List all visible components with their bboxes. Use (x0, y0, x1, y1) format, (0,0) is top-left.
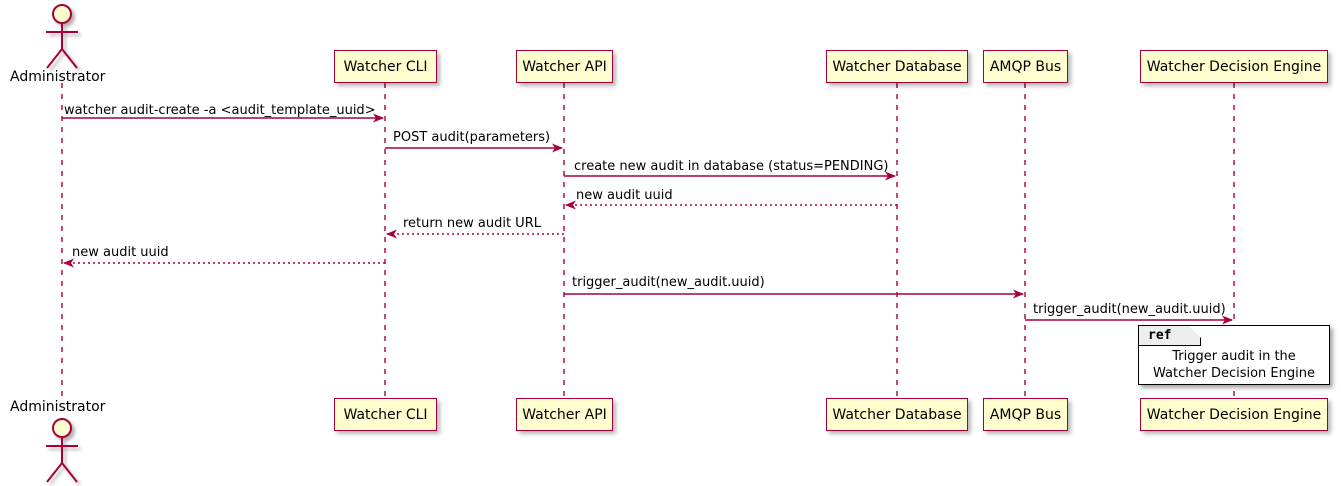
message-label-2: POST audit(parameters) (393, 130, 551, 145)
participant-watcher-api-bottom[interactable]: Watcher API (516, 398, 613, 431)
fragment-operator-label: ref (1148, 328, 1172, 343)
participant-watcher-cli-top[interactable]: Watcher CLI (334, 50, 437, 83)
fragment-body-line: Trigger audit in the (1172, 349, 1296, 364)
participant-watcher-api-top[interactable]: Watcher API (516, 50, 613, 83)
message-label-1: watcher audit-create -a <audit_template_… (64, 103, 376, 118)
message-label-4: new audit uuid (576, 188, 673, 203)
message-label-7: trigger_audit(new_audit.uuid) (572, 275, 765, 290)
actor-figure-administrator-bottom (46, 418, 78, 483)
participant-watcher-database-top[interactable]: Watcher Database (826, 50, 968, 83)
participant-watcher-cli-bottom[interactable]: Watcher CLI (334, 398, 437, 431)
message-label-5: return new audit URL (403, 216, 541, 231)
lifelines-group (61, 83, 1235, 398)
participant-watcher-decision-engine-bottom[interactable]: Watcher Decision Engine (1140, 398, 1328, 431)
actor-label-administrator-bottom: Administrator (10, 399, 106, 415)
participant-watcher-decision-engine-top[interactable]: Watcher Decision Engine (1140, 50, 1328, 83)
message-label-6: new audit uuid (72, 245, 169, 260)
message-arrows-group (62, 113, 1233, 325)
actor-figures-group (46, 4, 78, 483)
participant-watcher-database-bottom[interactable]: Watcher Database (826, 398, 968, 431)
message-label-3: create new audit in database (status=PEN… (574, 159, 889, 174)
fragment-body-line: Watcher Decision Engine (1153, 366, 1315, 381)
message-label-8: trigger_audit(new_audit.uuid) (1033, 302, 1226, 317)
participant-amqp-bus-top[interactable]: AMQP Bus (983, 50, 1068, 83)
actor-label-administrator-top: Administrator (10, 69, 106, 85)
participant-amqp-bus-bottom[interactable]: AMQP Bus (983, 398, 1068, 431)
actor-figure-administrator-top (46, 4, 78, 69)
